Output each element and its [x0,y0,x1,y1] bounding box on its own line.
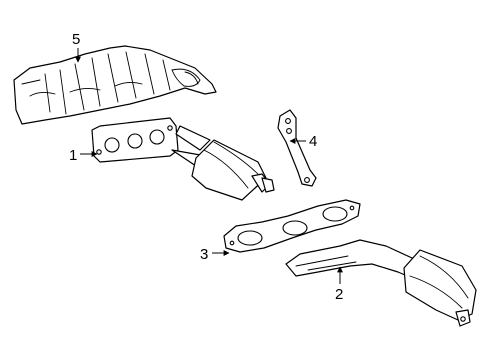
manifold-converter-part-2 [285,239,477,327]
callout-2: 2 [335,266,343,303]
callout-1: 1 [69,147,98,164]
callout-3: 3 [200,246,230,263]
callout-label-5: 5 [72,31,80,48]
heat-shield-part-5 [13,45,217,125]
callout-4: 4 [289,133,317,150]
bracket-part-4 [277,109,317,187]
callout-label-4: 4 [309,133,317,150]
gasket-part-3 [223,199,361,253]
callout-label-3: 3 [200,246,208,263]
callout-label-2: 2 [335,286,343,303]
callout-label-1: 1 [69,147,77,164]
manifold-converter-part-1 [91,117,275,201]
callout-5: 5 [72,31,81,63]
